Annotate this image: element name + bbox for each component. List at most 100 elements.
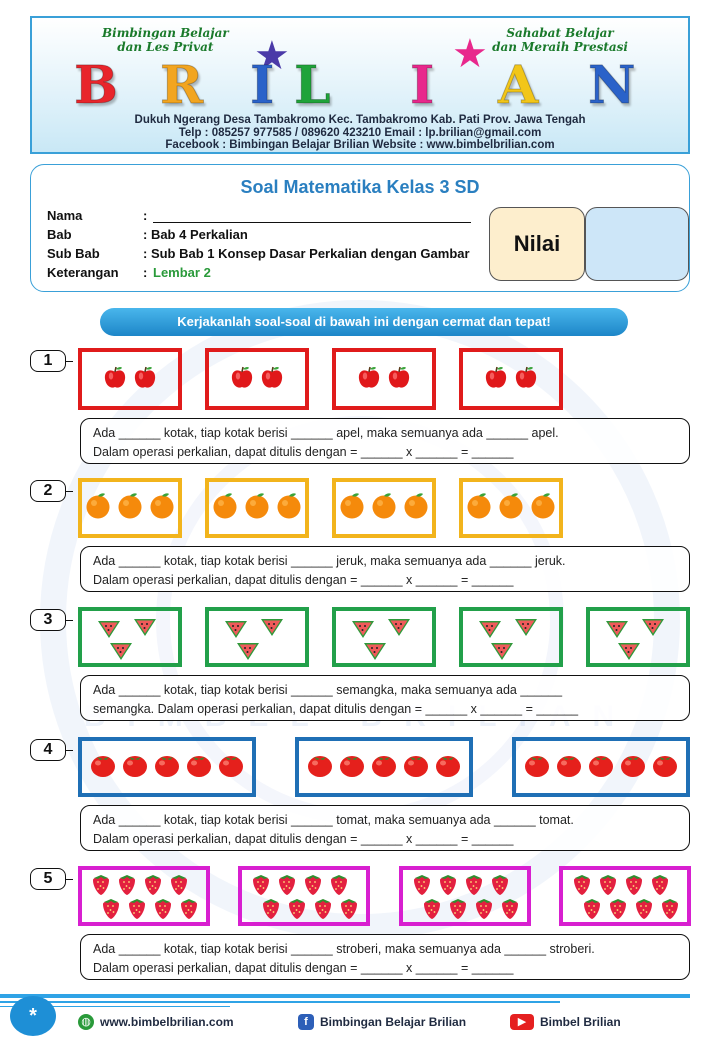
brand-letter: I bbox=[409, 55, 435, 116]
strawberry-icon bbox=[100, 896, 122, 925]
tomato-icon bbox=[185, 751, 213, 784]
globe-icon: ◍ bbox=[78, 1014, 94, 1030]
footer-website[interactable]: ◍ www.bimbelbrilian.com bbox=[78, 1014, 234, 1030]
watermelon-icon bbox=[223, 617, 249, 644]
watermelon-icon bbox=[362, 639, 388, 666]
worksheet-title: Soal Matematika Kelas 3 SD bbox=[240, 177, 480, 197]
answer-line: Ada ______ kotak, tiap kotak berisi ____… bbox=[93, 942, 595, 956]
name-field[interactable] bbox=[153, 210, 471, 224]
fruit-group-box bbox=[78, 866, 210, 926]
footer-youtube[interactable]: ▶ Bimbel Brilian bbox=[510, 1014, 621, 1030]
apple-icon bbox=[259, 364, 285, 395]
watermelon-icon bbox=[132, 615, 158, 642]
orange-icon bbox=[148, 492, 176, 525]
fruit-group-box bbox=[459, 607, 563, 667]
apple-icon bbox=[102, 364, 128, 395]
strawberry-icon bbox=[250, 872, 272, 901]
strawberry-icon bbox=[489, 872, 511, 901]
apple-icon bbox=[356, 364, 382, 395]
answer-box[interactable]: Ada ______ kotak, tiap kotak berisi ____… bbox=[80, 805, 690, 851]
fruit-group-box bbox=[295, 737, 473, 797]
orange-icon bbox=[275, 492, 303, 525]
watermelon-icon bbox=[604, 617, 630, 644]
tomato-icon bbox=[555, 751, 583, 784]
strawberry-icon bbox=[499, 896, 521, 925]
fruit-group-box bbox=[459, 348, 563, 410]
apple-icon bbox=[229, 364, 255, 395]
fruit-group-box bbox=[459, 478, 563, 538]
fruit-group-box bbox=[205, 348, 309, 410]
strawberry-icon bbox=[168, 872, 190, 901]
info-row-nama: Nama: bbox=[47, 207, 471, 225]
fruit-group-box bbox=[332, 348, 436, 410]
question-number: 4 bbox=[30, 739, 73, 761]
strawberry-icon bbox=[597, 872, 619, 901]
question-number: 2 bbox=[30, 480, 73, 502]
answer-line: Ada ______ kotak, tiap kotak berisi ____… bbox=[93, 683, 563, 697]
watermelon-icon bbox=[350, 617, 376, 644]
info-row-subbab: Sub Bab: Sub Bab 1 Konsep Dasar Perkalia… bbox=[47, 246, 470, 261]
watermelon-icon bbox=[235, 639, 261, 666]
strawberry-icon bbox=[473, 896, 495, 925]
answer-box[interactable]: Ada ______ kotak, tiap kotak berisi ____… bbox=[80, 675, 690, 721]
tomato-icon bbox=[306, 751, 334, 784]
orange-icon bbox=[370, 492, 398, 525]
fruit-group-box bbox=[586, 607, 690, 667]
score-field[interactable] bbox=[585, 207, 689, 281]
watermelon-icon bbox=[96, 617, 122, 644]
strawberry-icon bbox=[463, 872, 485, 901]
answer-line: Dalam operasi perkalian, dapat ditulis d… bbox=[93, 961, 514, 975]
answer-line: Dalam operasi perkalian, dapat ditulis d… bbox=[93, 832, 514, 846]
footer-facebook[interactable]: f Bimbingan Belajar Brilian bbox=[298, 1014, 466, 1030]
header-right-tagline: Sahabat Belajar dan Meraih Prestasi bbox=[492, 26, 628, 54]
facebook-icon: f bbox=[298, 1014, 314, 1030]
strawberry-icon bbox=[152, 896, 174, 925]
strawberry-icon bbox=[260, 896, 282, 925]
footer-divider bbox=[0, 1001, 560, 1003]
fruit-group-box bbox=[332, 607, 436, 667]
strawberry-icon bbox=[437, 872, 459, 901]
fruit-group-box bbox=[78, 737, 256, 797]
watermelon-icon bbox=[259, 615, 285, 642]
strawberry-icon bbox=[421, 896, 443, 925]
answer-line: Ada ______ kotak, tiap kotak berisi ____… bbox=[93, 426, 559, 440]
instruction-banner: Kerjakanlah soal-soal di bawah ini denga… bbox=[100, 308, 628, 336]
fruit-group-box bbox=[399, 866, 531, 926]
tomato-icon bbox=[434, 751, 462, 784]
watermelon-icon bbox=[616, 639, 642, 666]
answer-box[interactable]: Ada ______ kotak, tiap kotak berisi ____… bbox=[80, 546, 690, 592]
fruit-group-box bbox=[78, 607, 182, 667]
strawberry-icon bbox=[328, 872, 350, 901]
header-social: Facebook : Bimbingan Belajar Brilian Web… bbox=[165, 139, 555, 151]
strawberry-icon bbox=[286, 896, 308, 925]
tomato-icon bbox=[121, 751, 149, 784]
watermelon-icon bbox=[640, 615, 666, 642]
answer-box[interactable]: Ada ______ kotak, tiap kotak berisi ____… bbox=[80, 418, 690, 464]
strawberry-icon bbox=[90, 872, 112, 901]
watermelon-icon bbox=[386, 615, 412, 642]
answer-line: Ada ______ kotak, tiap kotak berisi ____… bbox=[93, 554, 566, 568]
fruit-group-box bbox=[205, 478, 309, 538]
question-number: 5 bbox=[30, 868, 73, 890]
brand-letter: B bbox=[74, 55, 119, 116]
header-contact: Telp : 085257 977585 / 089620 423210 Ema… bbox=[178, 127, 542, 139]
apple-icon bbox=[513, 364, 539, 395]
orange-icon bbox=[402, 492, 430, 525]
fruit-group-box bbox=[332, 478, 436, 538]
fruit-group-box bbox=[78, 348, 182, 410]
strawberry-icon bbox=[276, 872, 298, 901]
star-icon: ★ bbox=[452, 32, 488, 76]
tomato-icon bbox=[153, 751, 181, 784]
answer-box[interactable]: Ada ______ kotak, tiap kotak berisi ____… bbox=[80, 934, 690, 980]
strawberry-icon bbox=[447, 896, 469, 925]
tomato-icon bbox=[89, 751, 117, 784]
strawberry-icon bbox=[312, 896, 334, 925]
strawberry-icon bbox=[178, 896, 200, 925]
orange-icon bbox=[84, 492, 112, 525]
strawberry-icon bbox=[571, 872, 593, 901]
answer-line: Dalam operasi perkalian, dapat ditulis d… bbox=[93, 573, 514, 587]
brand-letter: L bbox=[294, 55, 332, 116]
strawberry-icon bbox=[338, 896, 360, 925]
header-banner: Bimbingan Belajar dan Les Privat Sahabat… bbox=[30, 16, 690, 154]
